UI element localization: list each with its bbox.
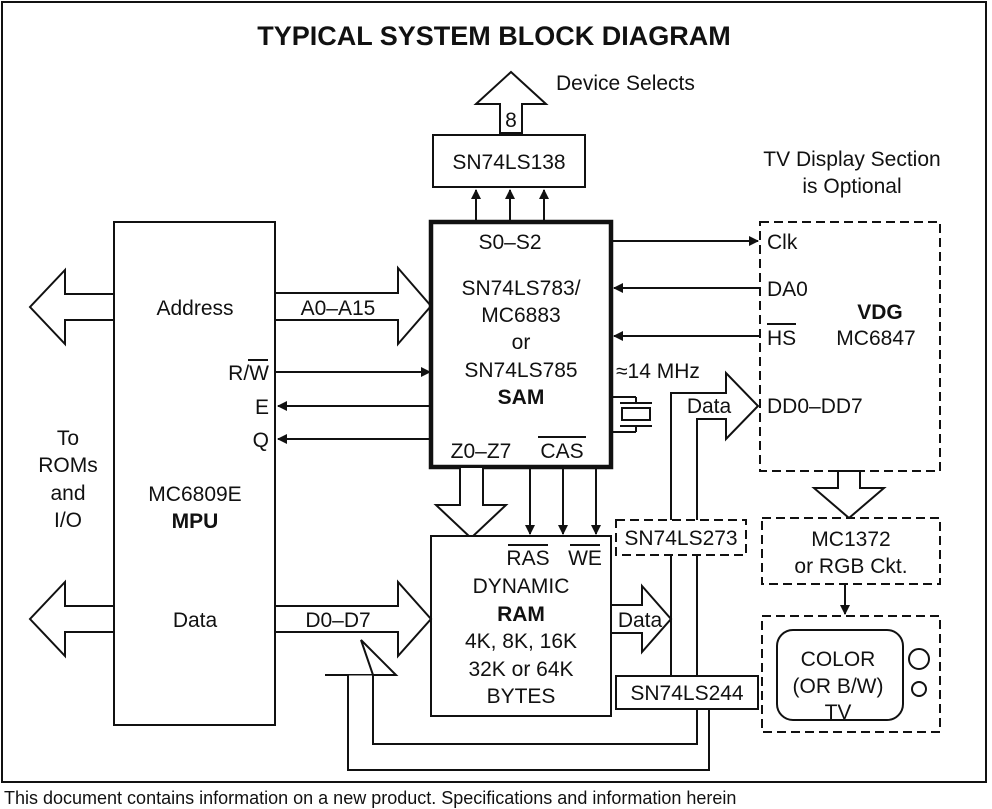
ram-name-label: RAM [497,603,545,626]
buffer-box [615,675,759,710]
external-data-arrow [28,579,115,659]
diagram-title: TYPICAL SYSTEM BLOCK DIAGRAM [257,21,731,51]
tv-knob-small [911,681,927,697]
encoder-box [761,517,941,585]
data-return-arrow [325,639,399,700]
buffer-label: SN74LS244 [630,682,744,705]
data-bus-arrow [274,579,433,659]
sam-cas-label: CAS [540,440,583,463]
ram-size-line-1: 4K, 8K, 16K [465,630,577,653]
mpu-rw-label: R/W [228,362,269,385]
mpu-data-label: Data [173,609,218,632]
mpu-q-label: Q [253,429,269,452]
sam-z-pins-label: Z0–Z7 [451,440,512,463]
vdg-data-path [670,370,760,706]
ram-data-label: Data [618,609,663,632]
crystal-label: ≈14 MHz [616,360,700,383]
vdg-data-label: Data [687,395,732,418]
external-line-4: I/O [54,509,82,532]
vdg-hs-label: HS [767,327,796,350]
sam-line-4: SN74LS785 [464,359,577,382]
vdg-clk-label: Clk [767,231,798,254]
mpu-e-label: E [255,396,269,419]
footer-text: This document contains information on a … [4,788,737,808]
encoder-line-1: MC1372 [811,528,890,551]
encoder-line-2: or RGB Ckt. [794,555,907,578]
vdg-dd-label: DD0–DD7 [767,395,863,418]
latch-label: SN74LS273 [624,527,737,550]
data-bus-label: D0–D7 [305,609,370,632]
vdg-name-label: VDG [857,301,903,324]
ram-size-line-3: BYTES [487,685,556,708]
tv-knob-large [908,648,930,670]
address-bus-label: A0–A15 [301,297,376,320]
ram-size-line-2: 32K or 64K [468,658,573,681]
crystal-body [621,407,651,421]
mpu-address-label: Address [156,297,233,320]
tv-line-2: (OR B/W) [793,675,884,698]
ram-we-label: WE [568,547,602,570]
select-width-label: 8 [505,109,517,132]
sam-line-3: or [512,331,531,354]
tv-screen [776,629,904,721]
external-line-3: and [50,482,85,505]
sam-line-2: MC6883 [481,304,560,327]
sam-s-pins-label: S0–S2 [478,231,541,254]
external-line-1: To [57,427,79,450]
ram-ras-label: RAS [506,547,549,570]
tv-note-line-2: is Optional [802,175,901,198]
device-selects-arrow [473,70,549,134]
decoder-box [432,134,586,188]
tv-line-3: TV [825,701,852,724]
external-address-arrow [28,267,115,347]
vdg-part-label: MC6847 [836,327,915,350]
address-bus-arrow [274,265,433,347]
device-selects-label: Device Selects [556,72,695,95]
decoder-label: SN74LS138 [452,151,565,174]
mpu-box [113,221,276,726]
video-bus-arrow [811,470,887,520]
external-line-2: ROMs [38,454,98,477]
latch-box [615,519,747,556]
tv-line-1: COLOR [801,648,876,671]
buffer-return-path [347,674,710,771]
mpu-name-label: MPU [172,510,219,533]
mpu-part-label: MC6809E [148,483,241,506]
sam-box [428,219,614,470]
tv-note-line-1: TV Display Section [763,148,940,171]
ram-line-1: DYNAMIC [473,575,570,598]
z-bus-arrow [433,466,509,540]
sam-name-label: SAM [498,386,545,409]
system-block-diagram: TYPICAL SYSTEM BLOCK DIAGRAM 8 Device Se… [1,1,987,783]
vdg-da0-label: DA0 [767,278,808,301]
sam-line-1: SN74LS783/ [461,277,580,300]
ram-data-arrow [610,583,673,655]
